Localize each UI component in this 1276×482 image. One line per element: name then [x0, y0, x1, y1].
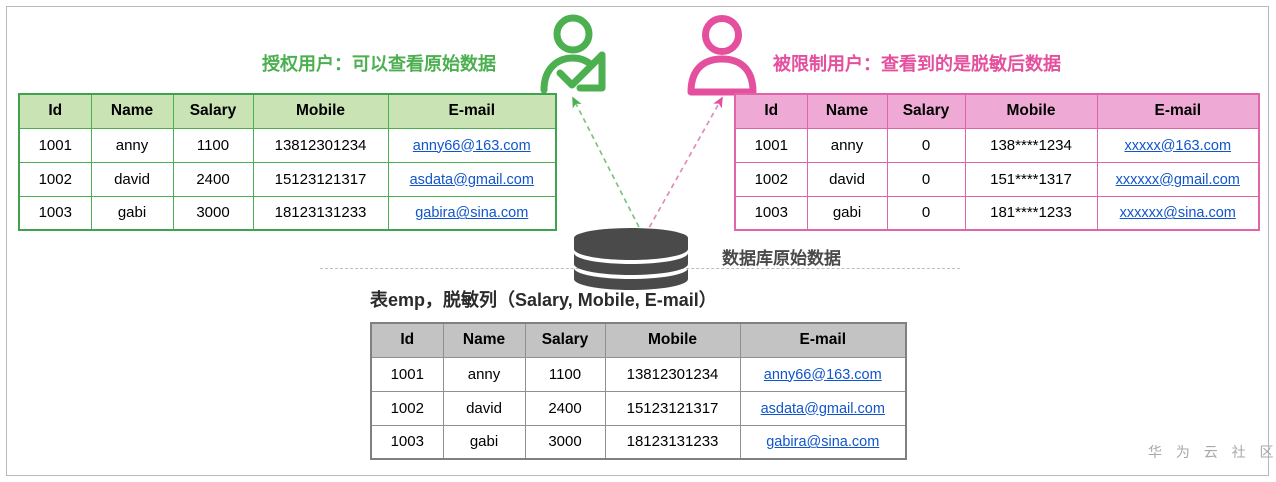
- cell-mobile: 181****1233: [964, 195, 1098, 231]
- cell-email: gabira@sina.com: [387, 195, 557, 231]
- cell-name: anny: [90, 127, 174, 163]
- cell-mobile: 15123121317: [604, 390, 741, 426]
- user-check-icon: [540, 14, 606, 94]
- table-row: 1003 gabi 3000 18123131233 gabira@sina.c…: [370, 424, 907, 460]
- cell-name: anny: [442, 356, 526, 392]
- email-link[interactable]: xxxxxx@sina.com: [1119, 205, 1236, 222]
- table-header-row: Id Name Salary Mobile E-mail: [370, 322, 907, 358]
- column-header-salary: Salary: [886, 93, 966, 129]
- cell-salary: 2400: [172, 161, 254, 197]
- cell-salary: 1100: [524, 356, 606, 392]
- cell-mobile: 13812301234: [252, 127, 389, 163]
- cell-email: xxxxxx@gmail.com: [1096, 161, 1260, 197]
- table-row: 1001 anny 1100 13812301234 anny66@163.co…: [370, 356, 907, 392]
- cell-id: 1001: [18, 127, 92, 163]
- email-link[interactable]: asdata@gmail.com: [760, 400, 885, 417]
- column-header-email: E-mail: [739, 322, 907, 358]
- restricted-user-table: Id Name Salary Mobile E-mail 1001 anny 0…: [734, 93, 1260, 231]
- cell-name: david: [442, 390, 526, 426]
- restricted-user-label: 被限制用户：查看到的是脱敏后数据: [773, 54, 1061, 74]
- cell-salary: 3000: [524, 424, 606, 460]
- email-link[interactable]: gabira@sina.com: [766, 434, 880, 451]
- table-row: 1002 david 2400 15123121317 asdata@gmail…: [370, 390, 907, 426]
- cell-name: david: [90, 161, 174, 197]
- table-row: 1001 anny 1100 13812301234 anny66@163.co…: [18, 127, 557, 163]
- cell-mobile: 151****1317: [964, 161, 1098, 197]
- cell-salary: 0: [886, 195, 966, 231]
- table-row: 1001 anny 0 138****1234 xxxxx@163.com: [734, 127, 1260, 163]
- cell-id: 1003: [18, 195, 92, 231]
- email-link[interactable]: gabira@sina.com: [415, 205, 529, 222]
- dashed-arrow-green-icon: [572, 96, 644, 236]
- database-source-label: 数据库原始数据: [722, 249, 841, 268]
- cell-email: asdata@gmail.com: [739, 390, 907, 426]
- column-header-email: E-mail: [387, 93, 557, 129]
- cell-id: 1001: [734, 127, 808, 163]
- cell-email: gabira@sina.com: [739, 424, 907, 460]
- table-row: 1002 david 0 151****1317 xxxxxx@gmail.co…: [734, 161, 1260, 197]
- column-header-mobile: Mobile: [252, 93, 389, 129]
- cell-salary: 0: [886, 127, 966, 163]
- cell-email: asdata@gmail.com: [387, 161, 557, 197]
- cell-mobile: 138****1234: [964, 127, 1098, 163]
- table-row: 1003 gabi 0 181****1233 xxxxxx@sina.com: [734, 195, 1260, 231]
- column-header-name: Name: [90, 93, 174, 129]
- table-header-row: Id Name Salary Mobile E-mail: [18, 93, 557, 129]
- cell-email: xxxxxx@sina.com: [1096, 195, 1260, 231]
- cell-salary: 0: [886, 161, 966, 197]
- database-cylinder-icon: [574, 228, 688, 290]
- cell-id: 1002: [18, 161, 92, 197]
- cell-name: david: [806, 161, 888, 197]
- email-link[interactable]: anny66@163.com: [412, 137, 531, 154]
- column-header-salary: Salary: [172, 93, 254, 129]
- database-source-table: Id Name Salary Mobile E-mail 1001 anny 1…: [370, 322, 907, 460]
- email-link[interactable]: anny66@163.com: [763, 366, 882, 383]
- column-header-email: E-mail: [1096, 93, 1260, 129]
- column-header-id: Id: [370, 322, 444, 358]
- cell-salary: 2400: [524, 390, 606, 426]
- watermark: 华 为 云 社 区: [1148, 444, 1276, 460]
- cell-salary: 1100: [172, 127, 254, 163]
- authorized-user-table: Id Name Salary Mobile E-mail 1001 anny 1…: [18, 93, 557, 231]
- column-header-id: Id: [18, 93, 92, 129]
- cell-mobile: 18123131233: [252, 195, 389, 231]
- column-header-mobile: Mobile: [604, 322, 741, 358]
- email-link[interactable]: xxxxxx@gmail.com: [1115, 171, 1240, 188]
- cell-name: gabi: [806, 195, 888, 231]
- column-header-id: Id: [734, 93, 808, 129]
- cell-name: gabi: [442, 424, 526, 460]
- source-table-caption: 表emp，脱敏列（Salary, Mobile, E-mail）: [370, 290, 717, 310]
- column-header-salary: Salary: [524, 322, 606, 358]
- dashed-arrow-pink-icon: [644, 96, 723, 236]
- email-link[interactable]: asdata@gmail.com: [409, 171, 534, 188]
- cell-name: anny: [806, 127, 888, 163]
- column-header-name: Name: [806, 93, 888, 129]
- cell-id: 1003: [734, 195, 808, 231]
- authorized-user-label: 授权用户：可以查看原始数据: [262, 54, 496, 74]
- cell-id: 1002: [734, 161, 808, 197]
- cell-salary: 3000: [172, 195, 254, 231]
- table-row: 1003 gabi 3000 18123131233 gabira@sina.c…: [18, 195, 557, 231]
- cell-id: 1002: [370, 390, 444, 426]
- cell-id: 1001: [370, 356, 444, 392]
- column-header-mobile: Mobile: [964, 93, 1098, 129]
- cell-mobile: 13812301234: [604, 356, 741, 392]
- cell-name: gabi: [90, 195, 174, 231]
- table-header-row: Id Name Salary Mobile E-mail: [734, 93, 1260, 129]
- email-link[interactable]: xxxxx@163.com: [1124, 137, 1232, 154]
- cell-email: xxxxx@163.com: [1096, 127, 1260, 163]
- cell-email: anny66@163.com: [387, 127, 557, 163]
- user-icon: [687, 15, 757, 96]
- table-row: 1002 david 2400 15123121317 asdata@gmail…: [18, 161, 557, 197]
- cell-email: anny66@163.com: [739, 356, 907, 392]
- column-header-name: Name: [442, 322, 526, 358]
- cell-id: 1003: [370, 424, 444, 460]
- cell-mobile: 18123131233: [604, 424, 741, 460]
- cell-mobile: 15123121317: [252, 161, 389, 197]
